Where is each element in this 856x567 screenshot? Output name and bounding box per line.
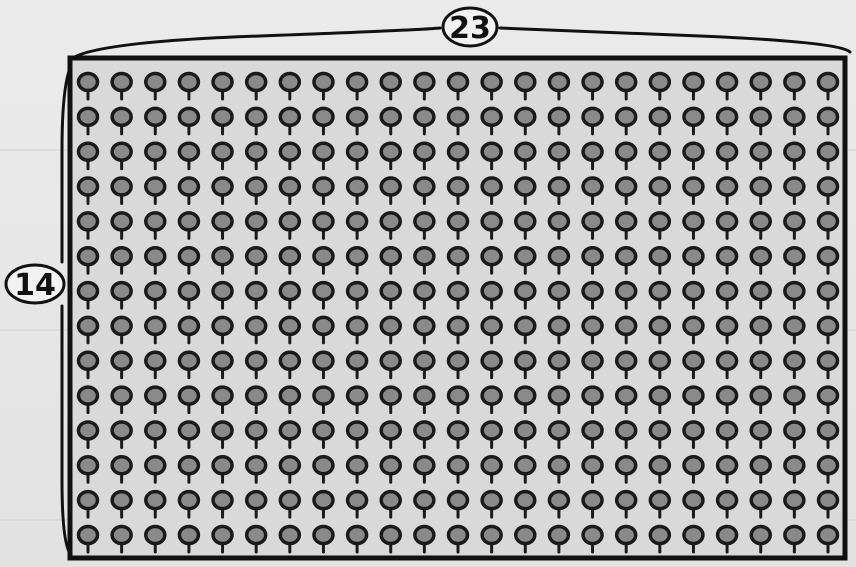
column-count-label: 23 [443, 8, 497, 46]
svg-text:14: 14 [14, 268, 56, 303]
row-count-label: 14 [6, 265, 64, 303]
svg-text:23: 23 [449, 11, 491, 46]
